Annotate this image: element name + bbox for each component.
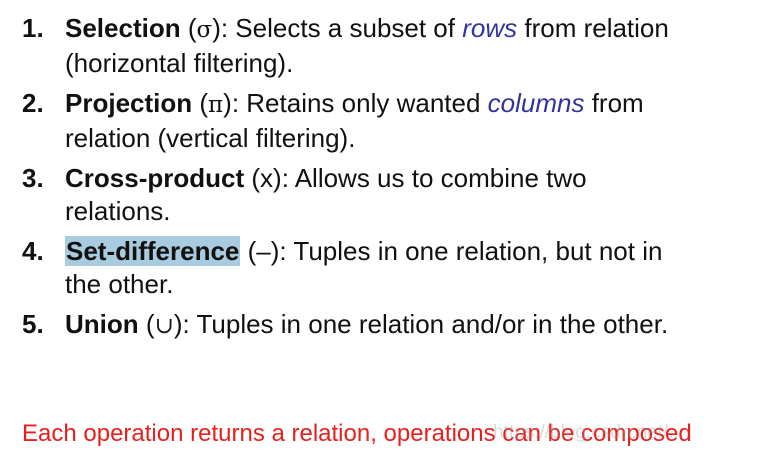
operation-description-suffix: from relation (517, 13, 669, 43)
operation-name: Selection (65, 13, 181, 43)
sigma-icon: σ (196, 17, 213, 43)
operation-description-continuation: relations. (65, 196, 171, 226)
operation-number: 4. (22, 236, 44, 266)
operation-description-continuation: relation (vertical filtering). (65, 123, 356, 153)
pi-icon: π (208, 92, 224, 118)
composition-note: Each operation returns a relation, opera… (22, 420, 692, 447)
operation-name: Cross-product (65, 163, 245, 193)
operation-union: 5. Union (∪): Tuples in one relation and… (22, 308, 744, 343)
operation-description: ): Tuples in one relation and/or in the … (173, 309, 669, 339)
operation-set-difference: 4. Set-difference (–): Tuples in one rel… (22, 235, 744, 301)
operation-number: 1. (22, 13, 44, 43)
operation-cross-product: 3. Cross-product (x): Allows us to combi… (22, 162, 744, 228)
operation-description-continuation: (horizontal filtering). (65, 48, 294, 78)
operation-description-continuation: the other. (65, 269, 174, 299)
symbol-open-paren: ( (187, 13, 197, 43)
symbol-open-paren: ( (251, 163, 261, 193)
symbol-open-paren: ( (145, 309, 155, 339)
relational-operations-list: 1. Selection (σ): Selects a subset of ro… (22, 12, 744, 350)
emphasis-columns: columns (487, 88, 585, 118)
operation-description: ): Allows us to combine two (273, 163, 587, 193)
symbol-open-paren: ( (247, 236, 257, 266)
emphasis-rows: rows (462, 13, 518, 43)
operation-description: ): Tuples in one relation, but not in (270, 236, 663, 266)
operation-number: 2. (22, 88, 44, 118)
symbol-open-paren: ( (199, 88, 209, 118)
minus-icon: – (256, 236, 271, 266)
operation-description-prefix: ): Selects a subset of (212, 13, 463, 43)
operation-name: Projection (65, 88, 193, 118)
union-icon: ∪ (154, 313, 174, 339)
operation-selection: 1. Selection (σ): Selects a subset of ro… (22, 12, 744, 80)
operation-number: 5. (22, 309, 44, 339)
cross-product-icon: x (260, 163, 274, 193)
operation-description-suffix: from (584, 88, 644, 118)
operation-description-prefix: ): Retains only wanted (223, 88, 488, 118)
operation-projection: 2. Projection (π): Retains only wanted c… (22, 87, 744, 155)
operation-name: Union (65, 309, 139, 339)
operation-name-highlighted: Set-difference (65, 236, 241, 266)
operation-number: 3. (22, 163, 44, 193)
